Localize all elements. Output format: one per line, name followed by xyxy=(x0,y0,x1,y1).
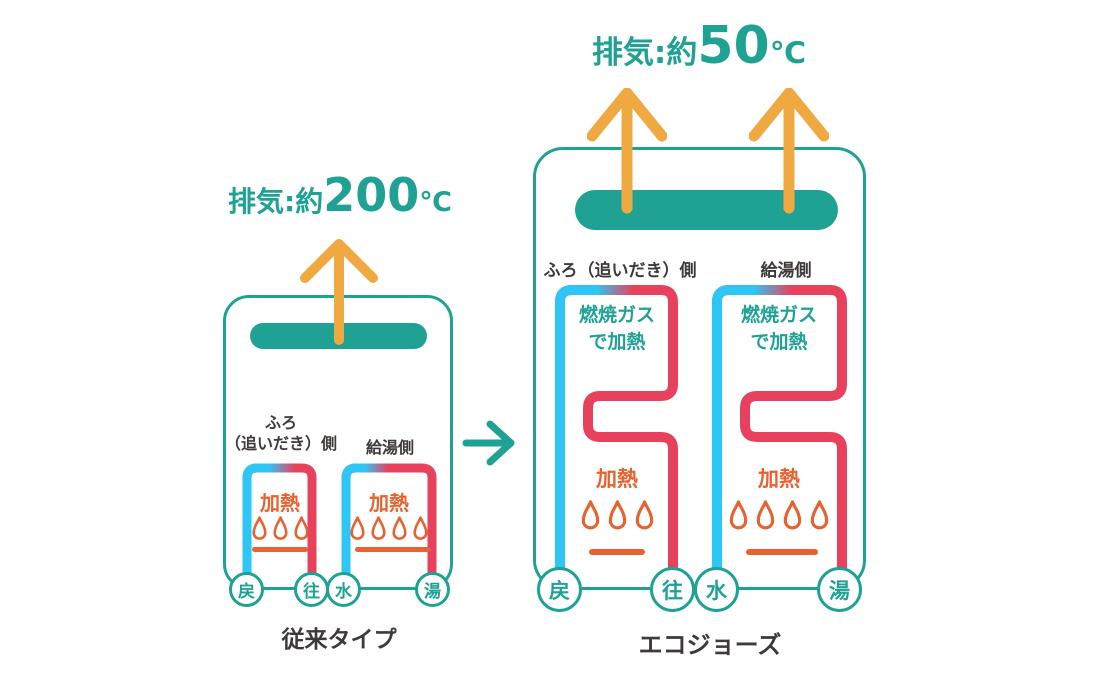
exhaust-unit: ℃ xyxy=(419,187,452,218)
burner-flames-hot-water xyxy=(329,516,449,542)
port-supply: 往 xyxy=(294,572,329,607)
heating-pipes-conventional xyxy=(242,463,437,590)
flame-icon xyxy=(371,516,386,540)
port-return: 戻 xyxy=(537,567,582,612)
exhaust-value: 50 xyxy=(697,16,770,76)
burner-bar-bath xyxy=(589,549,645,555)
secondary-heat-label-hot-water: 燃焼ガス で加熱 xyxy=(740,304,817,353)
burner-flames-bath xyxy=(547,500,687,532)
heating-pipes-eco xyxy=(555,285,847,590)
port-cold-water: 水 xyxy=(326,572,361,607)
flame-icon xyxy=(272,516,288,540)
heat-label-hot-water: 加熱 xyxy=(758,467,800,491)
exhaust-arrow-icon-right xyxy=(749,88,829,214)
flame-icon xyxy=(413,516,428,540)
exhaust-arrow-icon xyxy=(300,239,378,345)
burner-flames-hot-water xyxy=(709,500,849,532)
bath-circuit-pipe xyxy=(242,463,317,590)
burner-bar-hot-water xyxy=(746,549,818,555)
circuit-label-bath: ふろ （追いだき）側 xyxy=(224,413,337,453)
flame-icon xyxy=(756,500,775,530)
exhaust-value: 200 xyxy=(323,168,420,222)
flame-icon xyxy=(350,516,365,540)
bath-circuit-pipe xyxy=(555,285,678,590)
flame-icon xyxy=(783,500,802,530)
hot-water-circuit-pipe xyxy=(712,285,847,590)
flame-icon xyxy=(635,500,653,530)
flame-icon xyxy=(581,500,599,530)
heat-label-bath: 加熱 xyxy=(596,467,638,491)
flame-icon xyxy=(293,516,309,540)
port-supply: 往 xyxy=(650,567,695,612)
port-return: 戻 xyxy=(229,572,264,607)
burner-flames-bath xyxy=(220,516,340,542)
heat-label-hot-water: 加熱 xyxy=(369,491,409,515)
exhaust-prefix: 排気:約 xyxy=(228,185,324,218)
burner-bar-hot-water xyxy=(355,547,431,552)
circuit-label-hot-water: 給湯側 xyxy=(365,438,414,457)
flame-icon xyxy=(251,516,267,540)
unit-caption-conventional: 従来タイプ xyxy=(281,627,397,653)
unit-caption-eco: エコジョーズ xyxy=(638,631,782,659)
flame-icon xyxy=(392,516,407,540)
heat-label-bath: 加熱 xyxy=(260,491,300,515)
port-hot-water: 湯 xyxy=(415,572,450,607)
exhaust-unit: ℃ xyxy=(769,36,807,71)
exhaust-temp-label-eco: 排気:約 50 ℃ xyxy=(549,20,849,72)
circuit-label-hot-water: 給湯側 xyxy=(760,261,812,281)
flame-icon xyxy=(729,500,748,530)
comparison-arrow-icon xyxy=(462,420,515,466)
burner-bar-bath xyxy=(252,547,308,552)
secondary-heat-label-bath: 燃焼ガス で加熱 xyxy=(578,304,655,353)
hot-water-circuit-pipe xyxy=(341,463,437,590)
exhaust-prefix: 排気:約 xyxy=(591,35,698,71)
port-cold-water: 水 xyxy=(694,567,739,612)
exhaust-arrow-icon-left xyxy=(587,88,667,214)
port-hot-water: 湯 xyxy=(817,567,862,612)
flame-icon xyxy=(608,500,626,530)
flame-icon xyxy=(810,500,829,530)
exhaust-temp-label-conventional: 排気:約 200 ℃ xyxy=(190,172,490,218)
circuit-label-bath: ふろ（追いだき）側 xyxy=(543,261,697,281)
